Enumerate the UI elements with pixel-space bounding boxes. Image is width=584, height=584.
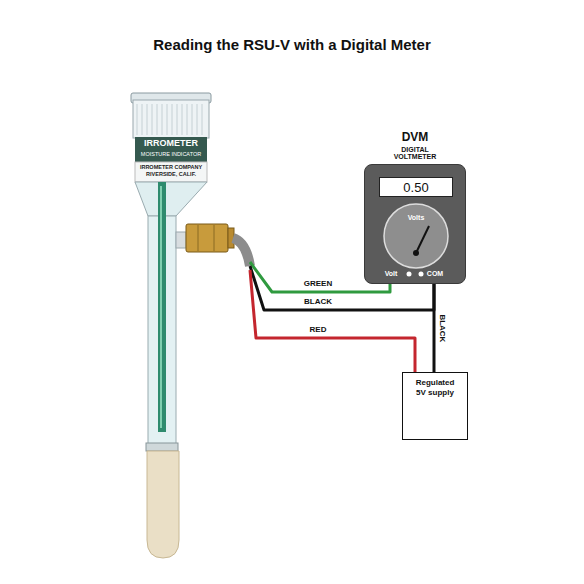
power-supply-box: Regulated 5V supply bbox=[402, 372, 468, 440]
dial-face bbox=[383, 203, 449, 269]
gauge-cap bbox=[133, 100, 209, 138]
diagram-title: Reading the RSU-V with a Digital Meter bbox=[0, 36, 584, 53]
sensor-cable bbox=[233, 238, 250, 266]
meter-subtitle: DIGITAL VOLTMETER bbox=[387, 146, 443, 161]
fitting-edge bbox=[214, 225, 215, 251]
cap-ribs bbox=[137, 104, 202, 135]
dial-needle bbox=[416, 226, 429, 253]
inner-tube bbox=[158, 182, 166, 432]
brand-label: IRROMETER bbox=[135, 139, 207, 149]
meter-display: 0.50 bbox=[379, 177, 453, 197]
terminal-dot bbox=[419, 272, 424, 277]
tip-ring bbox=[146, 443, 178, 451]
meter-title: DVM bbox=[365, 131, 465, 144]
funnel bbox=[135, 182, 207, 216]
wire bbox=[433, 284, 436, 372]
wire-label: GREEN bbox=[302, 280, 334, 289]
wire-label: BLACK bbox=[302, 298, 334, 307]
wire-label: BLACK bbox=[438, 312, 447, 344]
dial-label: Volts bbox=[383, 214, 449, 222]
dial-circle bbox=[384, 204, 448, 268]
terminal-label: Volt bbox=[371, 270, 411, 278]
tube-highlight bbox=[160, 186, 162, 428]
terminal-label: COM bbox=[415, 270, 455, 278]
product-label: MOISTURE INDICATOR bbox=[135, 151, 207, 157]
display-reading: 0.50 bbox=[403, 181, 428, 194]
meter-dial: Volts bbox=[383, 203, 449, 269]
side-nipple bbox=[176, 232, 186, 248]
wire bbox=[250, 270, 415, 372]
terminal-dot bbox=[407, 272, 412, 277]
fitting-edge bbox=[198, 225, 199, 251]
ceramic-tip bbox=[147, 451, 179, 558]
wire-label: RED bbox=[308, 326, 329, 335]
node-heading: DVM DIGITAL VOLTMETER bbox=[365, 131, 465, 161]
supply-label: Regulated 5V supply bbox=[403, 373, 467, 402]
voltmeter-box: DVMDIGITAL VOLTMETERVoltCOM0.50Volts bbox=[364, 164, 466, 284]
tensiometer: IRROMETER MOISTURE INDICATOR IRROMETER COM… bbox=[118, 88, 250, 560]
maker-band bbox=[135, 162, 207, 182]
needle-hub bbox=[413, 250, 419, 256]
label-band bbox=[135, 137, 207, 162]
maker-label: IRROMETER COMPANY RIVERSIDE, CALIF. bbox=[135, 164, 207, 177]
brass-fitting bbox=[186, 224, 228, 252]
